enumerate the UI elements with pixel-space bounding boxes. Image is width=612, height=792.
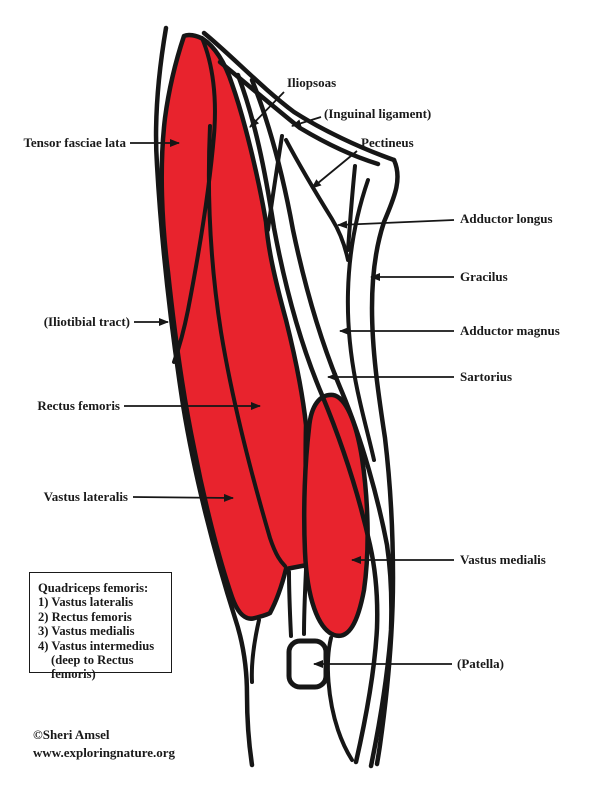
quadriceps-legend-box: Quadriceps femoris: 1) Vastus lateralis …: [29, 572, 172, 681]
credit-author: ©Sheri Amsel: [33, 727, 110, 742]
tendon-right-line: [302, 568, 308, 636]
legend-item: 4) Vastus intermedius: [38, 638, 155, 653]
arrow-inguinal-ligament: [291, 116, 322, 128]
adductor-gracilis-border-line: [346, 164, 357, 252]
label-patella: (Patella): [457, 656, 504, 671]
tendon-left-line: [287, 570, 293, 638]
sartorius-left-edge: [235, 72, 380, 765]
arrow-vastus-lateralis: [132, 493, 234, 502]
label-iliotibial-tract: (Iliotibial tract): [43, 314, 130, 329]
sartorius-right-edge: [249, 77, 394, 769]
label-adductor-longus: Adductor longus: [460, 211, 553, 226]
arrow-iliopsoas: [249, 91, 285, 128]
arrow-adductor-longus: [337, 219, 455, 229]
legend-item: 3) Vastus medialis: [38, 624, 135, 639]
vastus-rectus-border-line: [206, 124, 287, 568]
legend-title: Quadriceps femoris:: [38, 581, 149, 595]
arrow-pectineus: [311, 150, 358, 189]
credit-block: ©Sheri Amsel www.exploringnature.org: [33, 726, 175, 762]
vastus-medialis-shape: [301, 392, 370, 639]
label-iliopsoas: Iliopsoas: [287, 75, 337, 90]
gracilis-anterior-line: [345, 178, 376, 462]
legend-item: 1) Vastus lateralis: [38, 595, 134, 610]
label-sartorius: Sartorius: [460, 369, 512, 384]
knee-medial-line: [325, 636, 354, 762]
leader-arrows: [124, 91, 455, 668]
credit-website: www.exploringnature.org: [33, 745, 176, 760]
iliopsoas-border-line: [266, 134, 284, 232]
thigh-left-outline: [153, 25, 255, 768]
thigh-right-outline: [369, 157, 400, 767]
label-adductor-magnus: Adductor magnus: [460, 323, 560, 338]
label-inguinal-ligament: (Inguinal ligament): [324, 106, 432, 121]
knee-lateral-line: [249, 618, 261, 684]
label-tensor-fasciae-lata: Tensor fasciae lata: [23, 135, 126, 150]
label-vastus-medialis: Vastus medialis: [460, 552, 546, 567]
label-pectineus: Pectineus: [361, 135, 414, 150]
legend-note: (deep to Rectus femoris): [51, 653, 134, 682]
inguinal-ligament-upper-line: [201, 30, 397, 163]
tensor-fasciae-border-line: [172, 36, 217, 364]
label-vastus-lateralis: Vastus lateralis: [43, 489, 128, 504]
label-gracilus: Gracilus: [460, 269, 508, 284]
pectineus-border-line: [284, 138, 350, 262]
label-rectus-femoris: Rectus femoris: [37, 398, 120, 413]
legend-item: 2) Rectus femoris: [38, 609, 132, 624]
